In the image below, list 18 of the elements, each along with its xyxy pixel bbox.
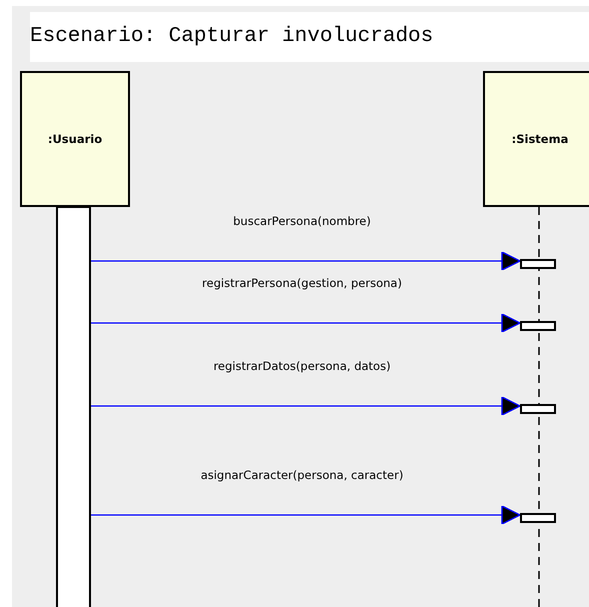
message-label: buscarPersona(nombre): [233, 214, 371, 228]
object-name: :Usuario: [48, 132, 102, 146]
activation-bar: [520, 321, 556, 331]
activation-bar: [520, 513, 556, 523]
message-arrow: [91, 505, 521, 525]
activation-bar: [520, 404, 556, 414]
activation-bar: [56, 206, 91, 607]
message-label: asignarCaracter(persona, caracter): [200, 468, 404, 482]
message-label: registrarPersona(gestion, persona): [202, 276, 402, 290]
message-label: registrarDatos(persona, datos): [213, 359, 391, 373]
message-arrow: [91, 251, 521, 271]
message-arrow: [91, 313, 521, 333]
object-box: [483, 71, 589, 207]
object-name: :Sistema: [512, 132, 568, 146]
activation-bar: [520, 259, 556, 269]
message-arrow: [91, 396, 521, 416]
diagram-title: Escenario: Capturar involucrados: [30, 12, 589, 62]
object-box: [20, 71, 130, 207]
